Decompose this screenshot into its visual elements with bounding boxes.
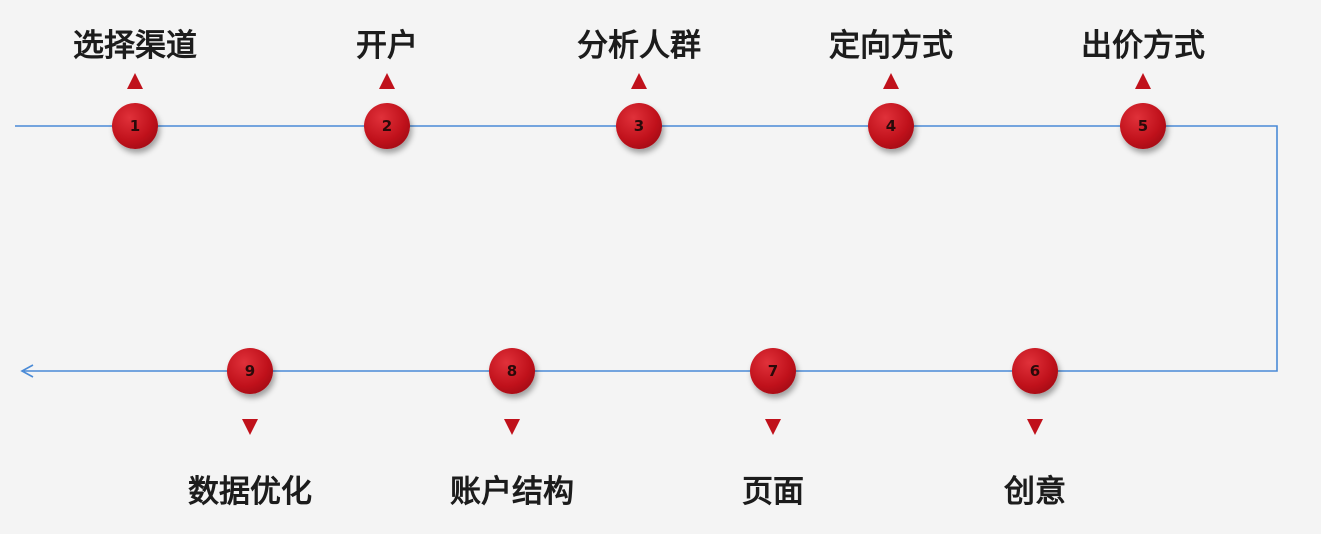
step-label: 页面 [742,474,804,510]
pointer-up-icon [883,73,899,89]
step-number-badge: 9 [227,348,273,394]
pointer-down-icon [765,419,781,435]
flow-line [15,125,1278,372]
step-number-badge: 3 [616,103,662,149]
step-label: 账户结构 [450,474,574,510]
step-number-badge: 6 [1012,348,1058,394]
pointer-down-icon [504,419,520,435]
step-label: 分析人群 [577,28,701,64]
step-number-badge: 2 [364,103,410,149]
step-number-badge: 1 [112,103,158,149]
step-label: 开户 [356,28,418,64]
pointer-up-icon [379,73,395,89]
step-label: 创意 [1004,474,1066,510]
pointer-up-icon [127,73,143,89]
step-label: 定向方式 [829,28,953,64]
step-label: 选择渠道 [73,28,197,64]
pointer-up-icon [631,73,647,89]
step-label: 数据优化 [188,474,312,510]
step-label: 出价方式 [1081,28,1205,64]
flow-arrowhead-icon [20,364,34,378]
step-number-badge: 8 [489,348,535,394]
pointer-down-icon [1027,419,1043,435]
step-number-badge: 4 [868,103,914,149]
pointer-up-icon [1135,73,1151,89]
step-number-badge: 5 [1120,103,1166,149]
pointer-down-icon [242,419,258,435]
step-number-badge: 7 [750,348,796,394]
